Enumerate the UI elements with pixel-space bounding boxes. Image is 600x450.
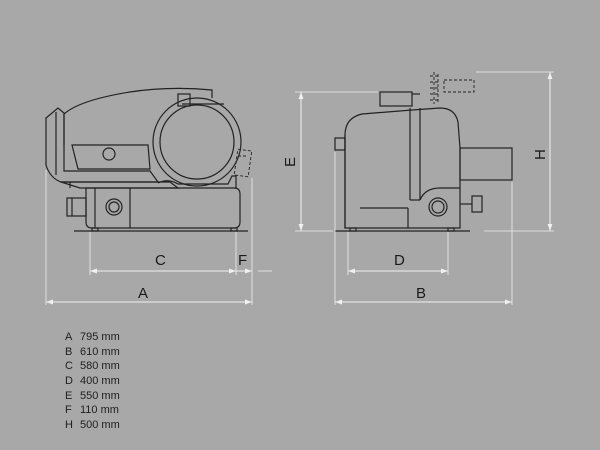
front-view-machine [45, 87, 253, 232]
dim-label-h: H [532, 149, 549, 160]
dim-label-d: D [394, 252, 405, 269]
legend-key: B [65, 345, 73, 358]
legend-key: D [65, 375, 73, 388]
legend-row-b: B 610 mm [65, 345, 120, 360]
dim-label-b: B [416, 285, 426, 302]
legend-value: 500 mm [80, 418, 120, 431]
dim-label-c: C [155, 252, 166, 269]
legend-row-e: E 550 mm [65, 388, 120, 403]
legend-value: 610 mm [80, 345, 120, 358]
legend-value: 550 mm [80, 389, 120, 402]
legend-row-f: F 110 mm [65, 403, 120, 418]
legend-row-d: D 400 mm [65, 374, 120, 389]
legend-value: 795 mm [80, 331, 120, 344]
legend-key: E [65, 389, 73, 402]
legend-value: 110 mm [80, 404, 119, 417]
legend-value: 580 mm [80, 360, 120, 373]
legend-value: 400 mm [80, 375, 120, 388]
legend-key: C [65, 360, 73, 373]
legend-row-h: H 500 mm [65, 418, 120, 433]
dim-label-a: A [138, 285, 148, 302]
side-view-machine [334, 72, 513, 232]
legend-key: H [65, 418, 73, 431]
legend-row-a: A 795 mm [65, 330, 120, 345]
legend-key: F [65, 404, 72, 417]
dim-label-f: F [238, 252, 247, 269]
legend-row-c: C 580 mm [65, 359, 120, 374]
dim-label-e: E [282, 157, 299, 167]
legend-key: A [65, 331, 73, 344]
